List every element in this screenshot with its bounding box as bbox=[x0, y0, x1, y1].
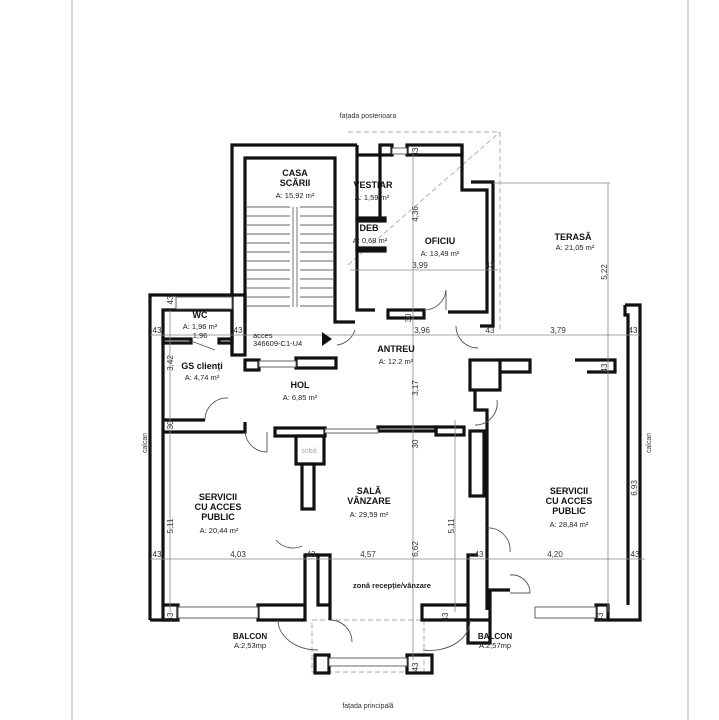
room-casa-scarii-l2: SCĂRII bbox=[280, 178, 311, 188]
area-terasa: A: 21,05 m² bbox=[556, 243, 595, 252]
facade-top-label: fațada posterioara bbox=[340, 113, 397, 120]
dim-wc: 1,96 bbox=[193, 331, 208, 340]
dim-text: 5,22 bbox=[600, 264, 609, 280]
area-casa-scarii: A: 15,92 m² bbox=[276, 191, 315, 200]
dim-text: 30 bbox=[411, 439, 420, 448]
dim-text: 43 bbox=[411, 147, 420, 156]
dim-text: 3,42 bbox=[166, 355, 175, 371]
access-label: acces bbox=[253, 331, 273, 340]
side-left-label: calcan bbox=[142, 433, 149, 453]
stove-label: sobă bbox=[301, 448, 316, 455]
dim-text: 43 bbox=[486, 326, 495, 335]
room-balcon-left: BALCON bbox=[233, 632, 267, 641]
room-wc: WC bbox=[193, 310, 208, 320]
area-vestiar: A: 1,59 m² bbox=[355, 193, 390, 202]
dim-text: 6,62 bbox=[411, 541, 420, 557]
room-balcon-right: BALCON bbox=[478, 632, 512, 641]
room-gs-clienti: GS clienți bbox=[181, 361, 223, 371]
walls bbox=[148, 143, 642, 675]
area-gs-clienti: A: 4,74 m² bbox=[185, 373, 220, 382]
dim-text: 43 bbox=[166, 295, 175, 304]
dim-text: 4,03 bbox=[230, 550, 246, 559]
dim-text: 43 bbox=[600, 363, 609, 372]
dim-text: 6,93 bbox=[630, 480, 639, 496]
labels: fațada posterioara fațada principală cal… bbox=[142, 113, 653, 710]
dim-text: 43 bbox=[631, 550, 640, 559]
area-sala-vanzare: A: 29,59 m² bbox=[350, 510, 389, 519]
dim-text: 43 bbox=[441, 612, 450, 621]
dim-text: 43 bbox=[486, 261, 495, 270]
dim-text: 4,20 bbox=[547, 550, 563, 559]
dim-text: 3,79 bbox=[550, 326, 566, 335]
dim-text: 43 bbox=[629, 326, 638, 335]
dim-text: 5,11 bbox=[447, 518, 456, 534]
dim-text: 3,96 bbox=[414, 326, 430, 335]
room-servicii-left-l2: CU ACCES bbox=[195, 502, 242, 512]
dim-text: 4,36 bbox=[411, 206, 420, 222]
staircase bbox=[247, 206, 333, 307]
room-terasa: TERASĂ bbox=[554, 232, 592, 242]
area-wc: A: 1,96 m² bbox=[183, 322, 218, 331]
dim-text: 43 bbox=[166, 612, 175, 621]
room-servicii-left: SERVICII bbox=[199, 492, 237, 502]
dim-text: 30 bbox=[166, 420, 175, 429]
room-hol: HOL bbox=[291, 380, 311, 390]
area-hol: A: 6,85 m² bbox=[283, 393, 318, 402]
dim-text: 43 bbox=[153, 550, 162, 559]
dim-text: 30 bbox=[404, 313, 413, 322]
room-sala-vanzare: SALĂ bbox=[357, 486, 382, 496]
area-oficiu: A: 13,49 m² bbox=[421, 249, 460, 258]
room-vestiar: VESTIAR bbox=[353, 180, 393, 190]
dim-text: 3,99 bbox=[412, 261, 428, 270]
room-servicii-left-l3: PUBLIC bbox=[201, 512, 235, 522]
access-arrow-icon bbox=[322, 332, 332, 346]
facade-bottom-label: fațada principală bbox=[342, 703, 393, 710]
dim-text: 43 bbox=[153, 326, 162, 335]
dim-text: 43 bbox=[307, 550, 316, 559]
area-servicii-left: A: 20,44 m² bbox=[200, 526, 239, 535]
area-deb: A: 0,68 m² bbox=[353, 236, 388, 245]
dim-text: 43 bbox=[596, 612, 605, 621]
area-antreu: A: 12.2 m² bbox=[379, 357, 414, 366]
room-oficiu: OFICIU bbox=[425, 236, 456, 246]
dim-text: 43 bbox=[234, 326, 243, 335]
room-sala-vanzare-l2: VÂNZARE bbox=[347, 495, 391, 506]
area-balcon-left: A:2,53mp bbox=[234, 641, 266, 650]
room-deb: DEB bbox=[359, 223, 379, 233]
room-servicii-right: SERVICII bbox=[550, 486, 588, 496]
dim-text: 5,11 bbox=[166, 518, 175, 534]
zone-label: zonă recepție/vânzare bbox=[353, 581, 431, 590]
windows bbox=[175, 147, 597, 667]
dim-text: 43 bbox=[475, 550, 484, 559]
projection-lines bbox=[311, 131, 501, 673]
access-code: 346609-C1-U4 bbox=[253, 339, 302, 348]
room-servicii-right-l3: PUBLIC bbox=[552, 506, 586, 516]
side-right-label: calcan bbox=[646, 433, 653, 453]
dimension-labels: 3,99 3,96 3,79 4,03 4,57 4,20 4,36 3,17 … bbox=[153, 147, 640, 671]
dimension-lines bbox=[150, 150, 645, 660]
room-casa-scarii: CASA bbox=[282, 168, 308, 178]
area-balcon-right: A:2,57mp bbox=[479, 641, 511, 650]
room-servicii-right-l2: CU ACCES bbox=[546, 496, 593, 506]
door-swings bbox=[190, 289, 531, 651]
dim-text: 4,57 bbox=[360, 550, 376, 559]
room-antreu: ANTREU bbox=[377, 344, 415, 354]
area-servicii-right: A: 28,84 m² bbox=[550, 520, 589, 529]
dim-text: 3,17 bbox=[411, 380, 420, 396]
dim-text: 43 bbox=[411, 662, 420, 671]
